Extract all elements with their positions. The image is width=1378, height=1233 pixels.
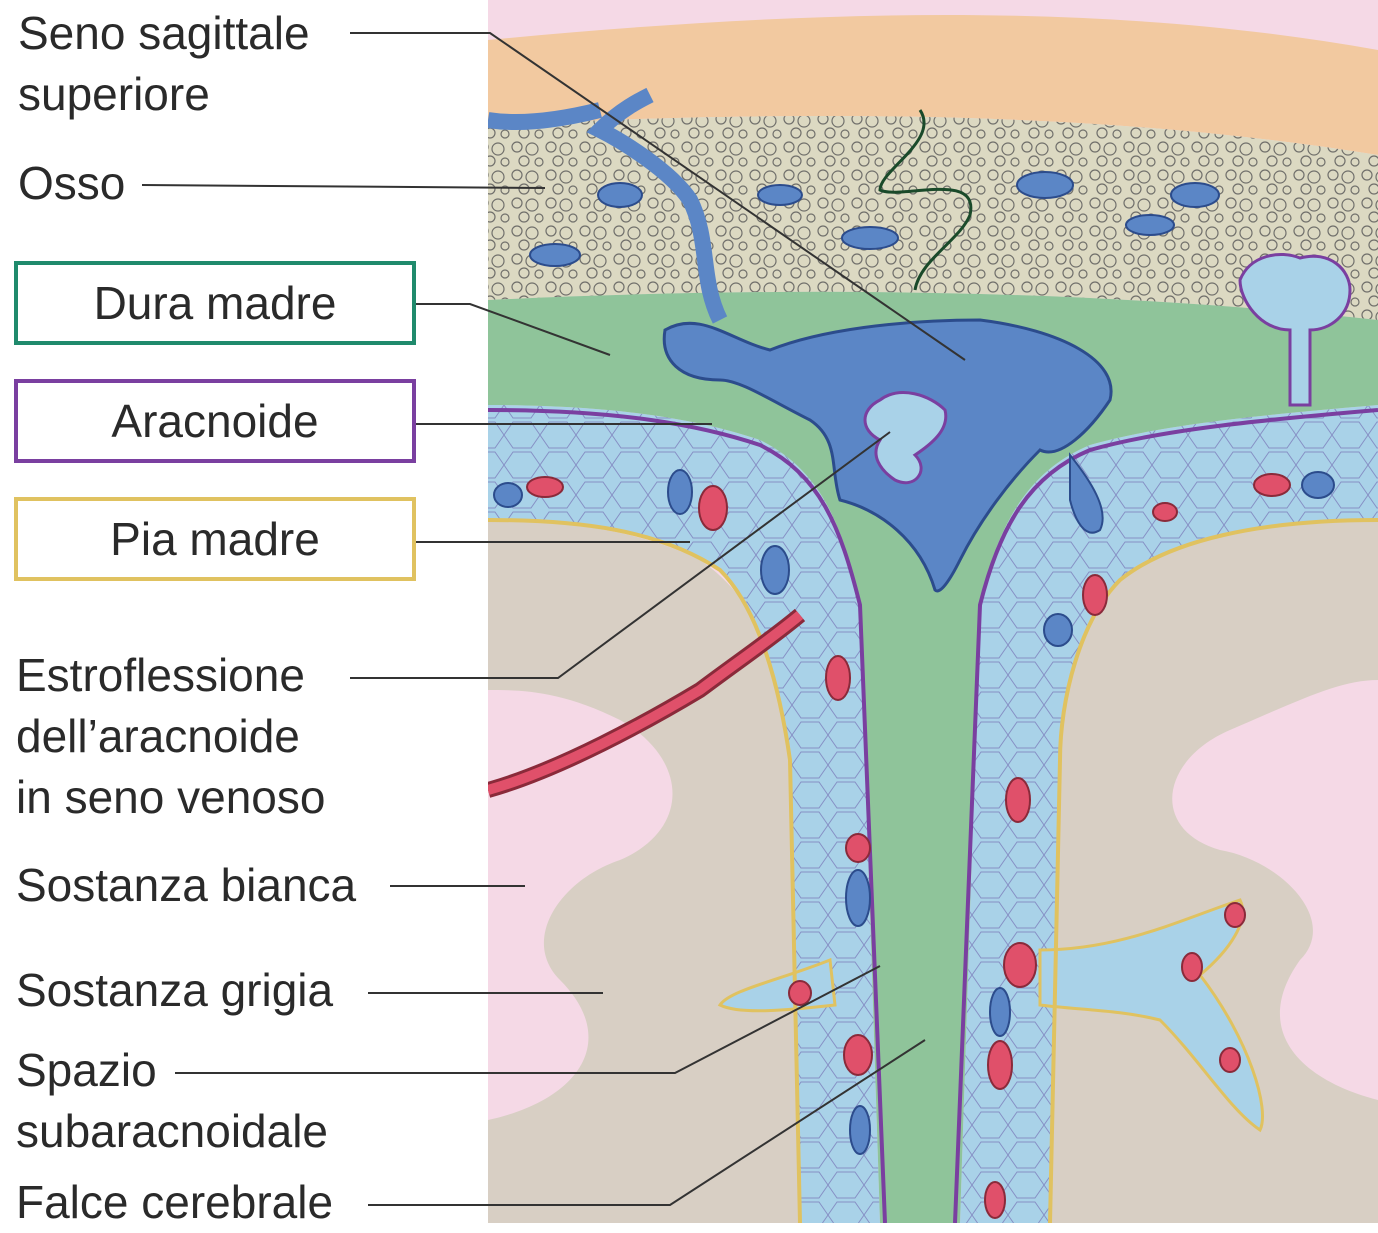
label-dura-madre: Dura madre xyxy=(14,261,416,345)
label-falce-cerebrale: Falce cerebrale xyxy=(16,1172,333,1233)
leader-osso xyxy=(142,185,545,188)
label-seno-sagittale: Seno sagittale superiore xyxy=(18,3,310,125)
label-sostanza-grigia: Sostanza grigia xyxy=(16,960,333,1021)
label-spazio-subaracnoidale: Spazio subaracnoidale xyxy=(16,1040,328,1162)
label-osso: Osso xyxy=(18,153,125,214)
label-pia-madre: Pia madre xyxy=(14,497,416,581)
label-aracnoide: Aracnoide xyxy=(14,379,416,463)
label-sostanza-bianca: Sostanza bianca xyxy=(16,855,356,916)
label-estroflessione: Estroflessione dell’aracnoide in seno ve… xyxy=(16,645,325,828)
